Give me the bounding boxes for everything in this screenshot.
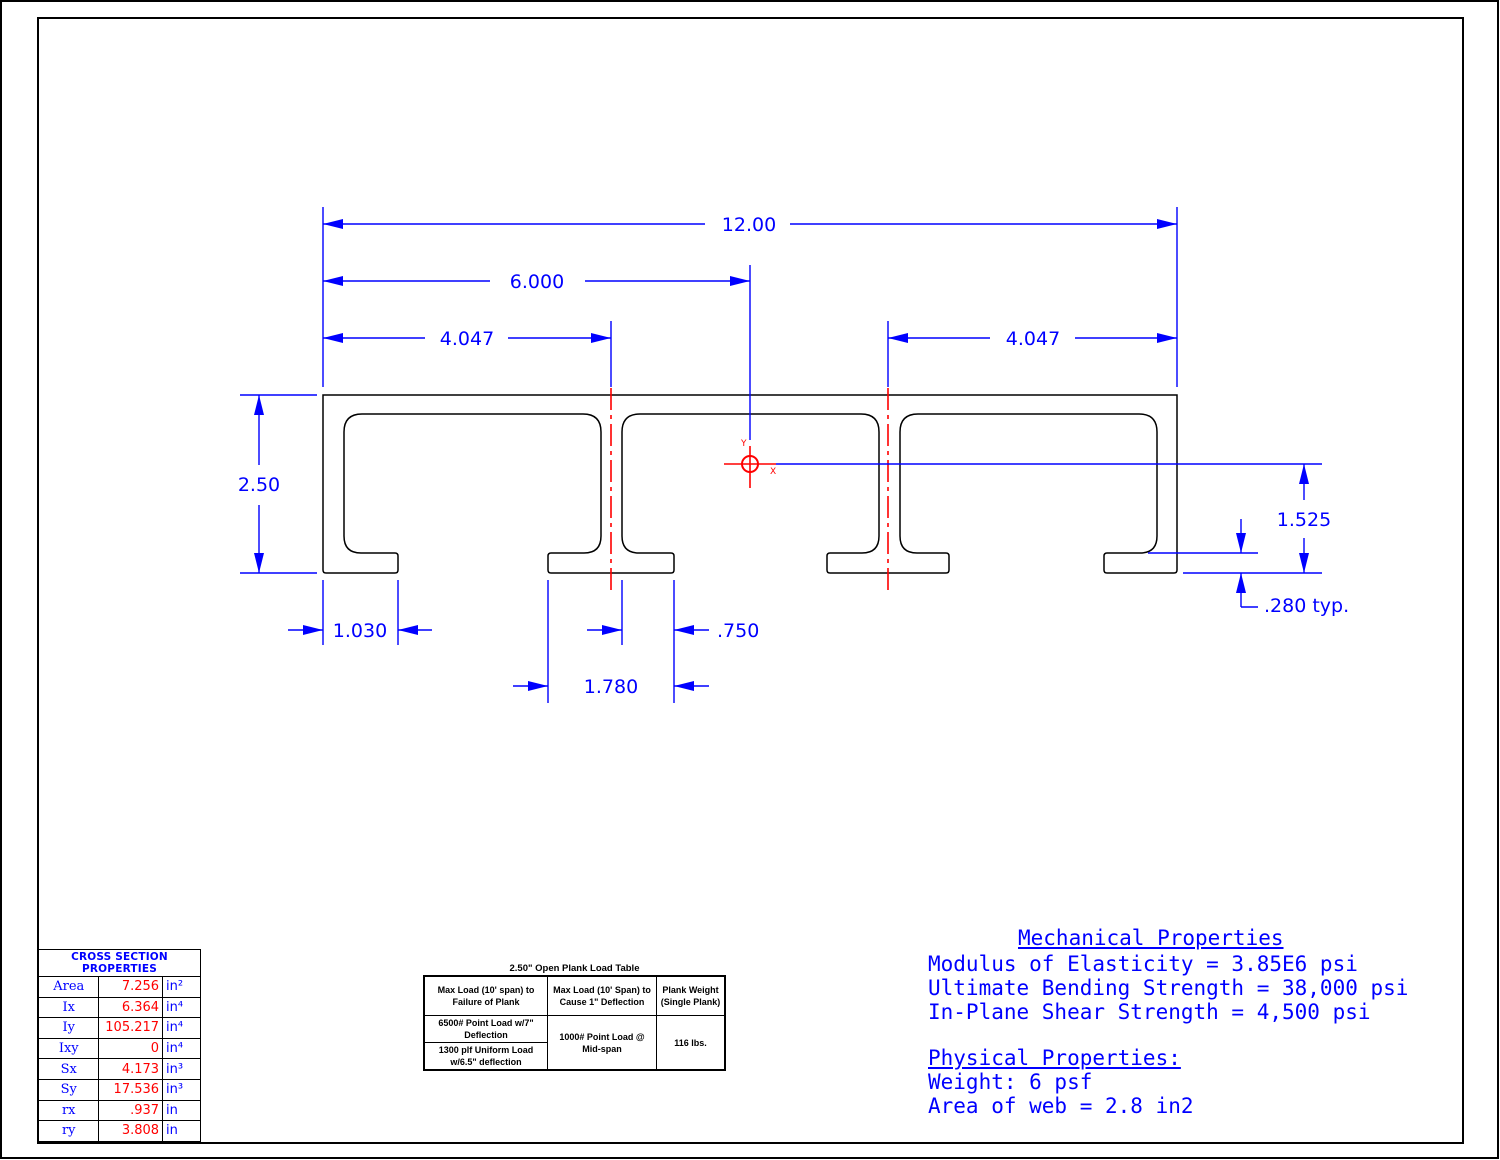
property-value: 0 xyxy=(98,1037,164,1060)
dim-outer-lip: 1.030 xyxy=(288,620,432,642)
property-name: Sy xyxy=(37,1078,100,1101)
property-name: Ix xyxy=(37,996,100,1019)
plank-profile-outline xyxy=(322,394,1178,574)
load-table-cell: 116 lbs. xyxy=(656,1015,726,1071)
property-unit: in² xyxy=(162,976,201,998)
dim-right-centerline-label: 4.047 xyxy=(1006,328,1060,350)
extension-lines xyxy=(240,207,1322,703)
property-value: 7.256 xyxy=(98,976,164,998)
property-value: 6.364 xyxy=(98,996,164,1019)
mechanical-properties-heading: Mechanical Properties xyxy=(1018,926,1284,950)
property-unit: in³ xyxy=(162,1078,201,1101)
dim-overall-width-label: 12.00 xyxy=(722,214,776,236)
centroid-marker: Y X xyxy=(724,439,776,488)
property-unit: in xyxy=(162,1099,201,1122)
property-value: .937 xyxy=(98,1099,164,1122)
modulus-of-elasticity: Modulus of Elasticity = 3.85E6 psi xyxy=(928,952,1358,976)
load-table-caption: 2.50" Open Plank Load Table xyxy=(509,963,640,974)
dim-flange-thickness: .280 typ. xyxy=(1236,519,1349,617)
in-plane-shear-strength: In-Plane Shear Strength = 4,500 psi xyxy=(928,1000,1371,1024)
load-table: Max Load (10' span) to Failure of Plank … xyxy=(423,975,726,1071)
mechanical-heading-text: Mechanical Properties xyxy=(1018,926,1284,950)
property-name: Ixy xyxy=(37,1037,100,1060)
dim-web-label: .750 xyxy=(717,620,759,642)
dim-centroid-y-label: 1.525 xyxy=(1277,509,1331,531)
dim-inner-lip-label: 1.780 xyxy=(584,676,638,698)
dim-right-centerline: 4.047 xyxy=(888,328,1177,350)
dim-overall-width: 12.00 xyxy=(323,214,1177,236)
property-unit: in xyxy=(162,1120,201,1142)
cross-section-properties-title: CROSS SECTION PROPERTIES xyxy=(38,949,201,977)
dim-web: .750 xyxy=(587,620,759,642)
load-table-header: Plank Weight (Single Plank) xyxy=(656,975,726,1016)
physical-properties-heading: Physical Properties: xyxy=(928,1046,1181,1070)
load-table-cell: 6500# Point Load w/7" Deflection xyxy=(423,1015,548,1043)
y-axis-label: Y xyxy=(740,439,747,449)
property-name: ry xyxy=(37,1120,100,1142)
property-unit: in³ xyxy=(162,1058,201,1080)
property-name: Iy xyxy=(37,1017,100,1039)
ultimate-bending-strength: Ultimate Bending Strength = 38,000 psi xyxy=(928,976,1409,1000)
property-value: 17.536 xyxy=(98,1078,164,1101)
dim-height: 2.50 xyxy=(238,395,280,573)
weight-value: Weight: 6 psf xyxy=(928,1070,1093,1094)
dim-left-centerline: 4.047 xyxy=(323,328,611,350)
mechanical-properties-list: Modulus of Elasticity = 3.85E6 psi Ultim… xyxy=(928,952,1408,1024)
area-of-web-value: Area of web = 2.8 in2 xyxy=(928,1094,1194,1118)
property-name: rx xyxy=(37,1099,100,1122)
load-table-header: Max Load (10' span) to Failure of Plank xyxy=(423,975,548,1016)
property-unit: in⁴ xyxy=(162,1037,201,1060)
property-name: Sx xyxy=(37,1058,100,1080)
dim-centroid-y: 1.525 xyxy=(1277,464,1331,573)
dim-flange-thickness-label: .280 typ. xyxy=(1264,595,1349,617)
property-name: Area xyxy=(37,976,100,998)
dim-left-centerline-label: 4.047 xyxy=(440,328,494,350)
property-value: 3.808 xyxy=(98,1120,164,1142)
load-table-cell: 1300 plf Uniform Load w/6.5" deflection xyxy=(423,1042,548,1071)
dim-centroid-x-label: 6.000 xyxy=(510,271,564,293)
load-table-cell: 1000# Point Load @ Mid-span xyxy=(547,1015,657,1071)
dim-centroid-x: 6.000 xyxy=(323,271,750,293)
property-unit: in⁴ xyxy=(162,1017,201,1039)
x-axis-label: X xyxy=(770,467,776,477)
drawing-frame xyxy=(37,17,1464,1144)
physical-properties-list: Physical Properties: Weight: 6 psf Area … xyxy=(928,1046,1194,1118)
property-value: 4.173 xyxy=(98,1058,164,1080)
dim-outer-lip-label: 1.030 xyxy=(333,620,387,642)
dim-inner-lip: 1.780 xyxy=(513,676,709,698)
property-unit: in⁴ xyxy=(162,996,201,1019)
dim-height-label: 2.50 xyxy=(238,474,280,496)
property-value: 105.217 xyxy=(98,1017,164,1039)
load-table-header: Max Load (10' Span) to Cause 1" Deflecti… xyxy=(547,975,657,1016)
